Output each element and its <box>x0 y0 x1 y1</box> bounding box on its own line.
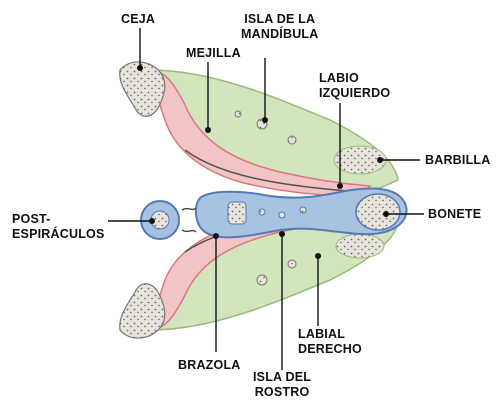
label-labial-derecho: LABIAL DERECHO <box>298 327 362 357</box>
lower-brow-bone <box>120 284 165 338</box>
label-barbilla: BARBILLA <box>425 153 490 168</box>
label-brazola: BRAZOLA <box>178 358 241 373</box>
label-ceja: CEJA <box>121 12 155 27</box>
upper-brow-bone <box>120 62 165 116</box>
label-isla-mandibula: ISLA DE LA MANDÍBULA <box>241 12 318 42</box>
label-post-espiraculos: POST- ESPIRÁCULOS <box>12 212 105 242</box>
label-bonete: BONETE <box>428 207 481 222</box>
bonnet-callosity <box>356 194 400 230</box>
label-isla-rostro: ISLA DEL ROSTRO <box>253 370 311 400</box>
label-mejilla: MEJILLA <box>186 46 241 61</box>
label-labio-izquierdo: LABIO IZQUIERDO <box>319 71 390 101</box>
